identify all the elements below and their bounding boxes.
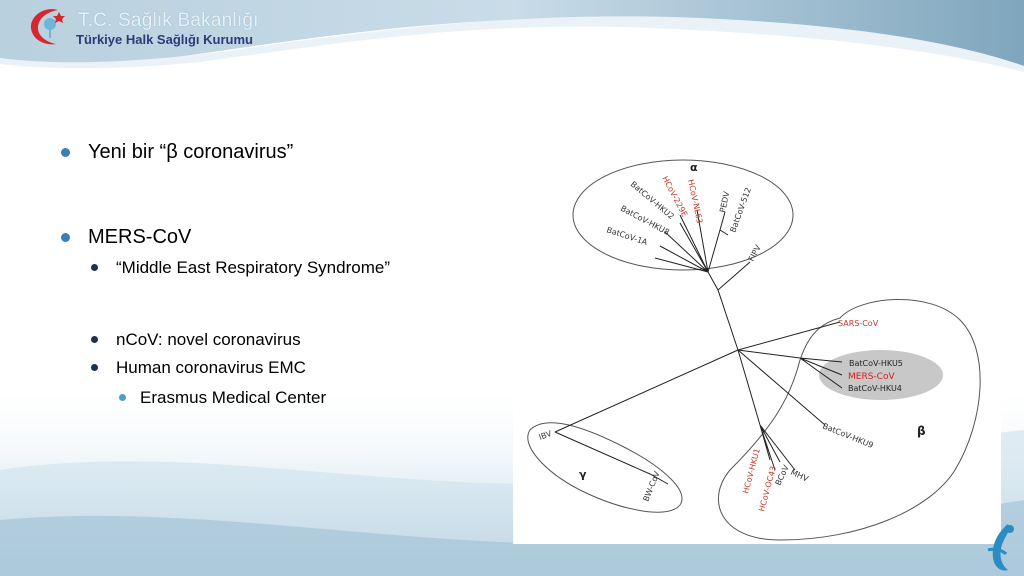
leaf-label: IBV xyxy=(538,429,554,442)
bullet-item: “Middle East Respiratory Syndrome” xyxy=(91,258,390,278)
leaf-label: BatCoV-512 xyxy=(728,186,753,233)
bullet-dot-icon xyxy=(91,336,98,343)
alpha-group-outline xyxy=(572,159,794,271)
leaf-label-mers: MERS-CoV xyxy=(848,372,895,382)
phylogenetic-tree: α β γ BatCoV-HKU2 BatCoV-HKU8 BatCoV-1A … xyxy=(527,159,981,541)
bullet-item: nCoV: novel coronavirus xyxy=(91,330,301,350)
corner-figure-icon xyxy=(987,524,1014,571)
leaf-label-human: HCoV-OC43 xyxy=(757,465,778,512)
gamma-label: γ xyxy=(579,468,587,481)
bullet-item: Human coronavirus EMC xyxy=(91,358,306,378)
leaf-label: PEDV xyxy=(718,190,731,213)
bullet-dot-icon xyxy=(91,364,98,371)
phylogenetic-tree-figure: α β γ BatCoV-HKU2 BatCoV-HKU8 BatCoV-1A … xyxy=(513,139,1001,544)
beta-label: β xyxy=(917,424,926,438)
ministry-title: T.C. Sağlık Bakanlığı xyxy=(78,10,259,31)
bullet-dot-icon xyxy=(119,394,126,401)
leaf-label: MHV xyxy=(789,468,810,484)
bullet-dot-icon xyxy=(61,233,70,242)
ministry-logo-icon xyxy=(30,9,65,45)
leaf-label: BW-CoV xyxy=(642,470,662,503)
institution-subtitle: Türkiye Halk Sağlığı Kurumu xyxy=(76,32,253,47)
mers-highlight xyxy=(819,350,943,400)
beta-group-outline xyxy=(718,299,981,541)
leaf-label: BatCoV-HKU4 xyxy=(848,384,902,393)
tree-branches xyxy=(554,209,843,485)
bullet-dot-icon xyxy=(91,264,98,271)
leaf-label: BatCoV-HKU9 xyxy=(821,422,874,451)
bullet-dot-icon xyxy=(61,148,70,157)
gamma-group-outline xyxy=(527,422,683,513)
leaf-label: BatCoV-HKU5 xyxy=(849,359,903,368)
leaf-label: FIPV xyxy=(747,243,763,263)
bullet-item: Yeni bir “β coronavirus” xyxy=(61,141,293,164)
leaf-label-human: SARS-CoV xyxy=(838,319,879,328)
leaf-label: BatCoV-1A xyxy=(605,225,649,247)
bullet-item: MERS-CoV xyxy=(61,226,191,249)
alpha-label: α xyxy=(690,161,698,174)
bullet-item: Erasmus Medical Center xyxy=(119,388,326,408)
leaf-label-human: HCoV-NL63 xyxy=(686,179,704,225)
